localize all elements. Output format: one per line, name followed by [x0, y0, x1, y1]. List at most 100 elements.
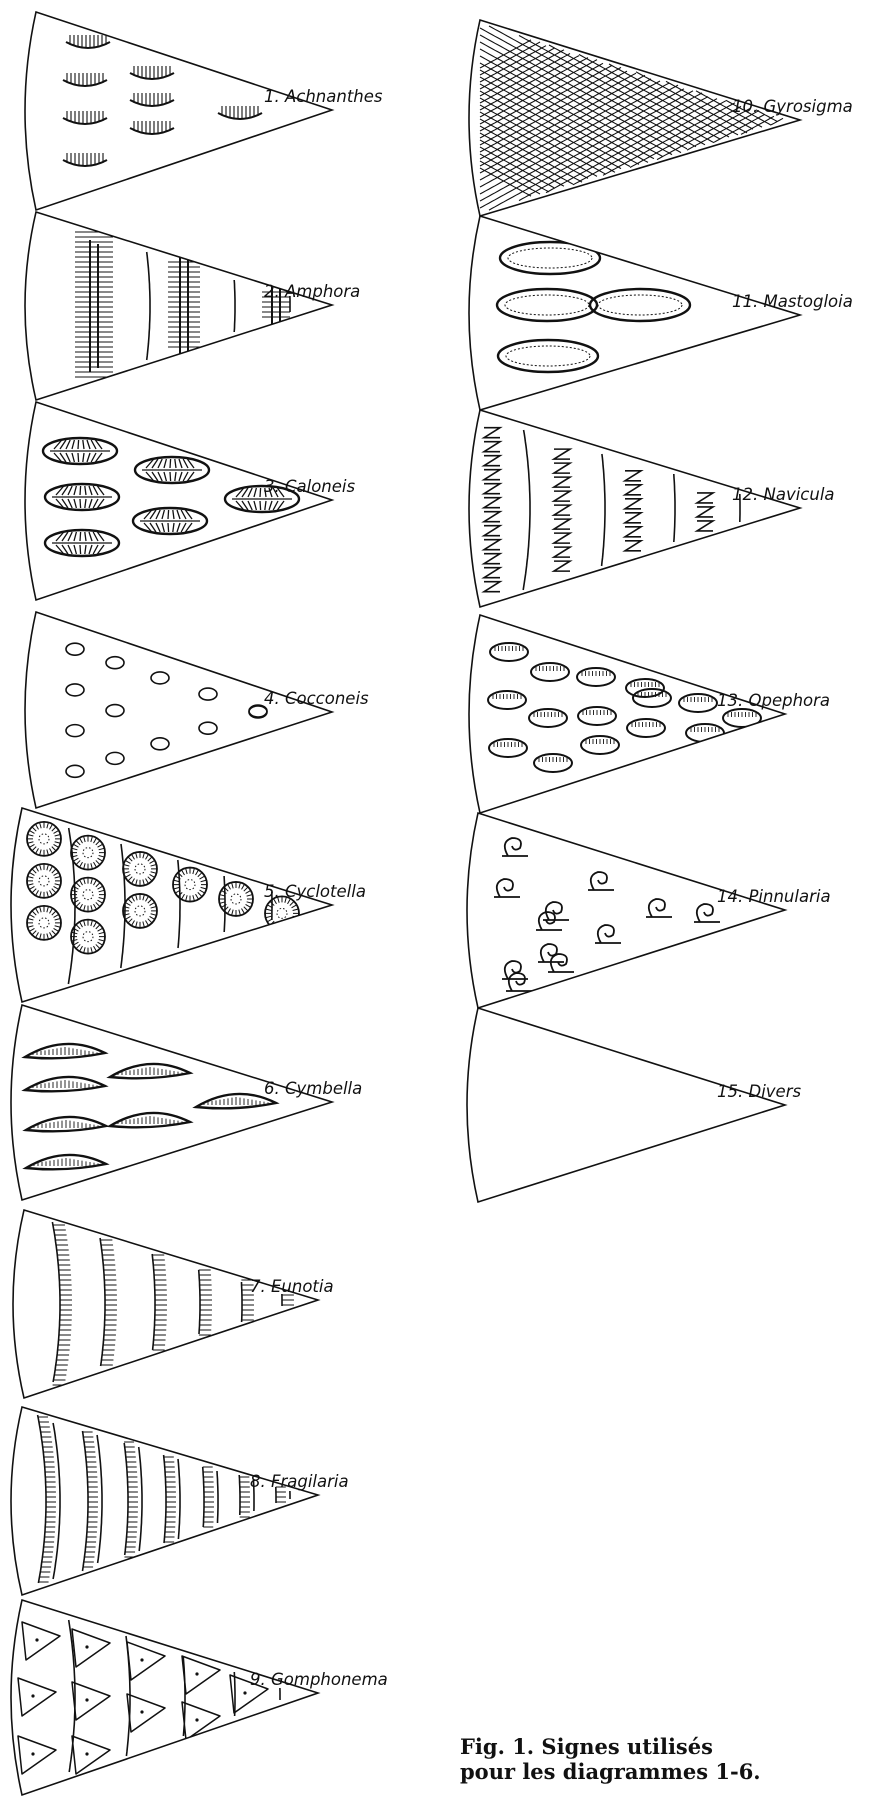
- sign-label: 13. Opephora: [717, 691, 830, 710]
- sign-caloneis: 3. Caloneis: [24, 400, 355, 602]
- sign-label: 5. Cyclotella: [264, 882, 366, 901]
- cyclotella-pattern: [26, 820, 300, 985]
- sign-achnanthes: 1. Achnanthes: [24, 10, 383, 212]
- gomphonema-pattern: [17, 1619, 281, 1775]
- fragilaria-band-line: [177, 1458, 181, 1540]
- gyrosigma-hatch-line: [479, 39, 532, 69]
- opephora-valve-mark: [678, 693, 718, 713]
- navicula-zigzag-mark: [622, 484, 644, 496]
- sign-eunotia: 7. Eunotia: [12, 1208, 334, 1400]
- opephora-pattern: [487, 642, 762, 773]
- cyclotella-disc-mark: [70, 834, 106, 871]
- gyrosigma-hatch-line: [635, 71, 748, 134]
- navicula-zigzag-mark: [694, 492, 716, 504]
- pinnularia-valve-mark: [494, 878, 520, 898]
- gomphonema-cell-mark: [17, 1677, 57, 1717]
- sign-amphora: 2. Amphora: [24, 210, 360, 402]
- sign-label: 15. Divers: [717, 1082, 801, 1101]
- fragilaria-band-line: [81, 1430, 89, 1572]
- navicula-zigzag-mark: [622, 540, 644, 552]
- caloneis-valve-mark: [133, 455, 211, 485]
- opephora-valve-mark: [528, 708, 568, 728]
- gyrosigma-hatch-line: [755, 109, 778, 122]
- caloneis-valve-mark: [43, 482, 121, 512]
- sign-label: 14. Pinnularia: [717, 887, 831, 906]
- navicula-zigzag-mark: [694, 520, 716, 532]
- caloneis-valve-mark: [223, 484, 301, 514]
- fragilaria-band-line: [123, 1442, 129, 1556]
- gyrosigma-hatch-line: [479, 118, 589, 179]
- gyrosigma-hatch-line: [479, 90, 622, 170]
- opephora-valve-mark: [488, 738, 528, 758]
- cocconeis-cell-mark: [65, 683, 85, 697]
- gomphonema-cell-mark: [229, 1674, 269, 1714]
- gomphonema-cell-mark: [71, 1628, 111, 1668]
- opephora-valve-mark: [530, 662, 570, 682]
- cocconeis-cell-mark: [150, 736, 170, 751]
- sign-label: 1. Achnanthes: [264, 87, 383, 106]
- navicula-zigzag-mark: [551, 462, 573, 474]
- navicula-zigzag-mark: [481, 538, 503, 551]
- achnanthes-frustule-mark: [129, 121, 175, 135]
- fragilaria-band-line: [252, 1478, 255, 1512]
- mastogloia-pattern: [495, 240, 692, 374]
- cymbella-valve-mark: [21, 1075, 109, 1093]
- gyrosigma-hatch-line: [725, 99, 772, 126]
- gyrosigma-hatch-line: [656, 108, 751, 161]
- gyrosigma-hatch-line: [548, 44, 721, 140]
- sign-gyrosigma: 10. Gyrosigma: [468, 18, 853, 218]
- amphora-band-line: [145, 251, 151, 361]
- cyclotella-disc-mark: [218, 881, 254, 917]
- opephora-valve-mark: [626, 718, 666, 738]
- fragilaria-band-line: [162, 1454, 167, 1544]
- mastogloia-valve-mark: [496, 338, 600, 374]
- gyrosigma-hatch-line: [479, 48, 673, 156]
- cocconeis-cell-mark: [198, 721, 218, 736]
- wedge-outline: [10, 1003, 335, 1202]
- fragilaria-band-line: [201, 1466, 205, 1528]
- fragilaria-band-line: [137, 1446, 143, 1552]
- sign-opephora: 13. Opephora: [468, 613, 830, 815]
- fragilaria-band-line: [52, 1422, 61, 1580]
- sign-label: 8. Fragilaria: [250, 1472, 349, 1491]
- wedge-outline: [468, 613, 788, 815]
- gyrosigma-hatch-line: [479, 59, 598, 125]
- cocconeis-cell-mark: [248, 705, 268, 719]
- wedge-outline: [466, 811, 788, 1010]
- pinnularia-pattern: [494, 837, 720, 992]
- navicula-zigzag-mark: [481, 580, 503, 593]
- fragilaria-band-line: [96, 1434, 103, 1564]
- navicula-zigzag-mark: [481, 552, 503, 565]
- achnanthes-frustule-mark: [129, 93, 175, 107]
- gyrosigma-hatch-line: [479, 104, 607, 175]
- navicula-zigzag-mark: [481, 468, 503, 481]
- navicula-zigzag-mark: [622, 512, 644, 524]
- cyclotella-disc-mark: [70, 918, 106, 955]
- caloneis-valve-mark: [43, 528, 121, 558]
- pinnularia-valve-mark: [595, 924, 621, 944]
- gyrosigma-hatch-line: [479, 83, 631, 167]
- fragilaria-pattern: [36, 1414, 291, 1584]
- navicula-zigzag-mark: [481, 482, 503, 495]
- cymbella-valve-mark: [22, 1153, 110, 1171]
- gyrosigma-hatch-line: [479, 78, 652, 174]
- pinnularia-valve-mark: [646, 898, 672, 918]
- gyrosigma-hatch-line: [479, 49, 565, 97]
- cocconeis-cell-mark: [105, 751, 125, 766]
- wedge-outline: [468, 18, 803, 218]
- cymbella-valve-mark: [106, 1062, 194, 1080]
- gyrosigma-hatch-line: [479, 111, 598, 177]
- figure-caption: Fig. 1. Signes utilisés pour les diagram…: [460, 1734, 761, 1784]
- wedge-outline: [10, 1405, 321, 1597]
- gomphonema-band-line: [233, 1671, 236, 1717]
- sign-navicula: 12. Navicula: [468, 408, 835, 609]
- cyclotella-disc-mark: [122, 851, 158, 887]
- sign-label: 4. Cocconeis: [264, 689, 369, 708]
- eunotia-band-line: [99, 1237, 106, 1367]
- gyrosigma-hatch-line: [479, 64, 613, 139]
- cyclotella-disc-mark: [172, 866, 208, 903]
- cyclotella-disc-mark: [26, 820, 62, 857]
- opephora-valve-mark: [632, 688, 672, 708]
- navicula-zigzag-mark: [622, 470, 644, 482]
